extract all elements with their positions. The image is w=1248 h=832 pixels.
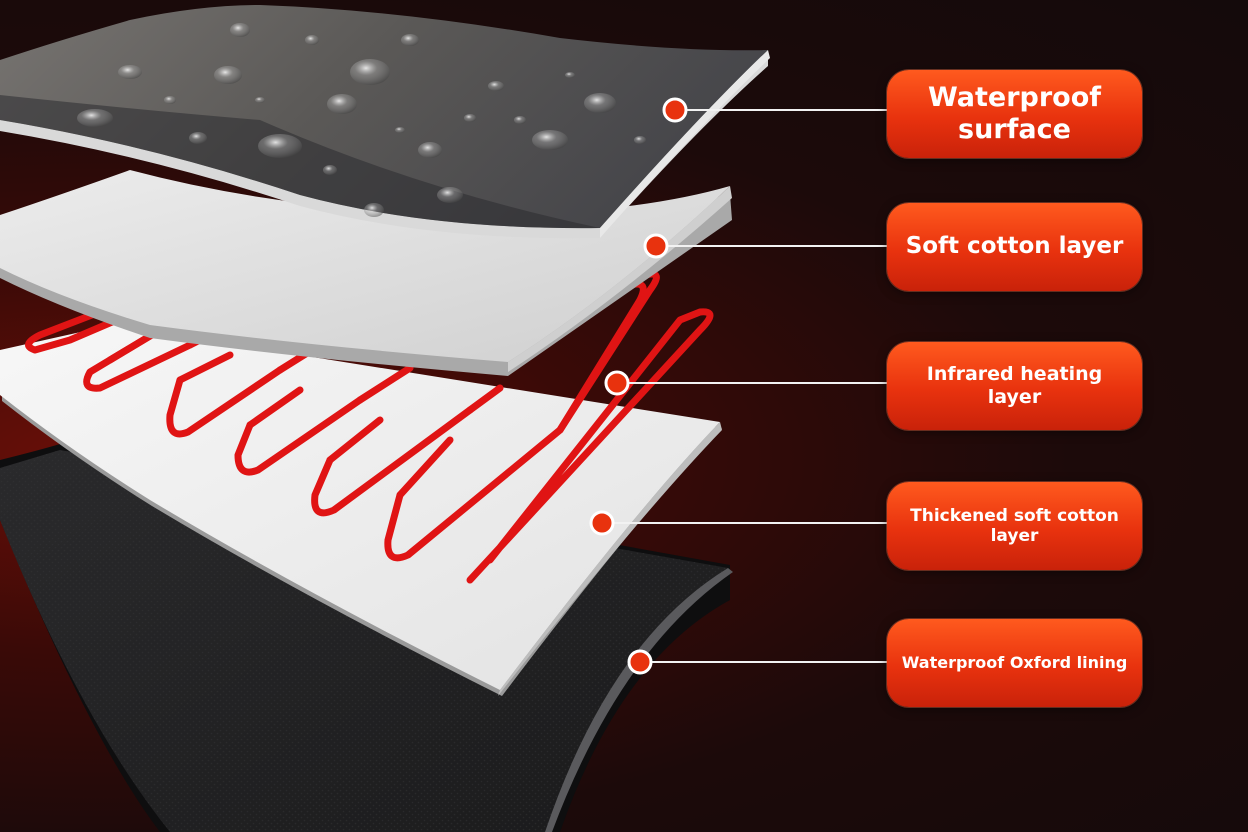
connector-4 (589, 510, 887, 536)
water-droplets (77, 23, 646, 217)
label-waterproof-surface: Waterproof surface (887, 70, 1142, 158)
label-waterproof-oxford-lining: Waterproof Oxford lining (887, 619, 1142, 707)
connector-1 (662, 97, 887, 123)
connector-5 (627, 649, 887, 675)
label-soft-cotton-layer: Soft cotton layer (887, 203, 1142, 291)
label-text: Waterproof Oxford lining (901, 653, 1128, 673)
label-text: Soft cotton layer (905, 233, 1124, 260)
heating-board-layer (0, 325, 722, 696)
label-text: Thickened soft cotton layer (910, 505, 1119, 546)
label-text: Infrared heating layer (926, 363, 1103, 408)
connector-3 (604, 370, 887, 396)
label-text: Waterproof surface (927, 81, 1102, 145)
label-thickened-soft-cotton-layer: Thickened soft cotton layer (887, 482, 1142, 570)
connector-2 (643, 233, 887, 259)
waterproof-surface-layer (0, 5, 770, 239)
label-infrared-heating-layer: Infrared heating layer (887, 342, 1142, 430)
